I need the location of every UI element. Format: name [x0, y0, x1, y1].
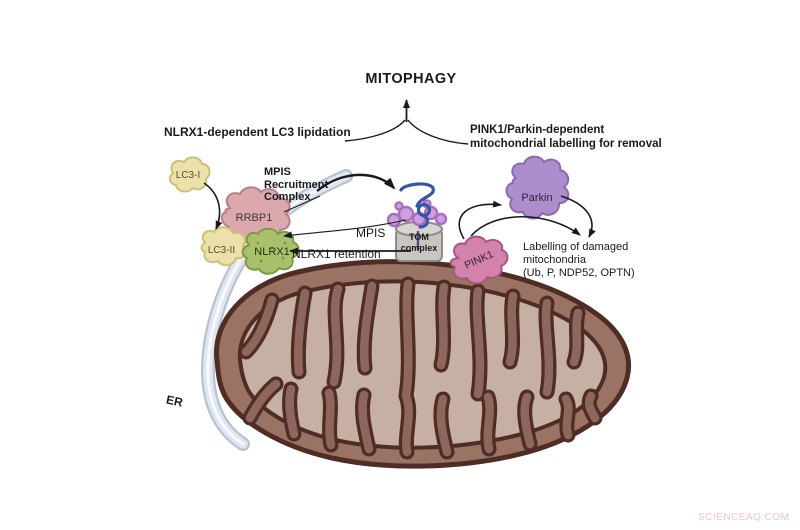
- arrows: [203, 99, 596, 255]
- mpis-recruitment-complex-label: MPIS Recruitment Complex: [264, 166, 329, 203]
- tom-import-funnel: [399, 182, 435, 229]
- arrow-right-to-mitophagy: [407, 119, 469, 145]
- nlrx1-label: NLRX1: [254, 246, 290, 258]
- left-pathway-label: NLRX1-dependent LC3 lipidation: [164, 125, 351, 139]
- leader-mpisrc-to-rrbp1: [283, 195, 321, 213]
- pink1-blob: [449, 235, 509, 285]
- mpis-label: MPIS: [356, 226, 386, 240]
- rrbp1-label: RRBP1: [235, 212, 273, 224]
- arrow-mpis-to-complex: [283, 219, 407, 239]
- parkin-blob: [505, 155, 570, 220]
- arrow-pink1-to-labelling: [470, 215, 581, 237]
- arrow-left-to-mitophagy: [344, 119, 406, 142]
- lc3-1-blob: [168, 156, 211, 193]
- arrow-mpisrc-to-tom: [316, 173, 396, 192]
- watermark: SCIENCEAQ.COM: [698, 512, 790, 523]
- arrow-pink1-to-parkin: [458, 200, 502, 240]
- nlrx1-retention-label: NLRX1 retention: [292, 247, 381, 261]
- labelling-of-damaged-label: Labelling of damaged mitochondria (Ub, P…: [523, 241, 635, 279]
- mitochondrion: [214, 259, 632, 469]
- lc3-1-label: LC3-I: [175, 170, 201, 181]
- arrow-lc31-to-lc32: [203, 182, 223, 230]
- parkin-label: Parkin: [521, 192, 553, 204]
- lc3-2-label: LC3-II: [207, 245, 236, 256]
- arrow-parkin-to-labelling: [560, 195, 596, 238]
- nlrx1-blob: [241, 227, 300, 275]
- diagram-title: MITOPHAGY: [365, 71, 457, 87]
- right-pathway-label: PINK1/Parkin-dependent mitochondrial lab…: [470, 124, 662, 150]
- tom-complex-label: TOM complex: [400, 232, 438, 253]
